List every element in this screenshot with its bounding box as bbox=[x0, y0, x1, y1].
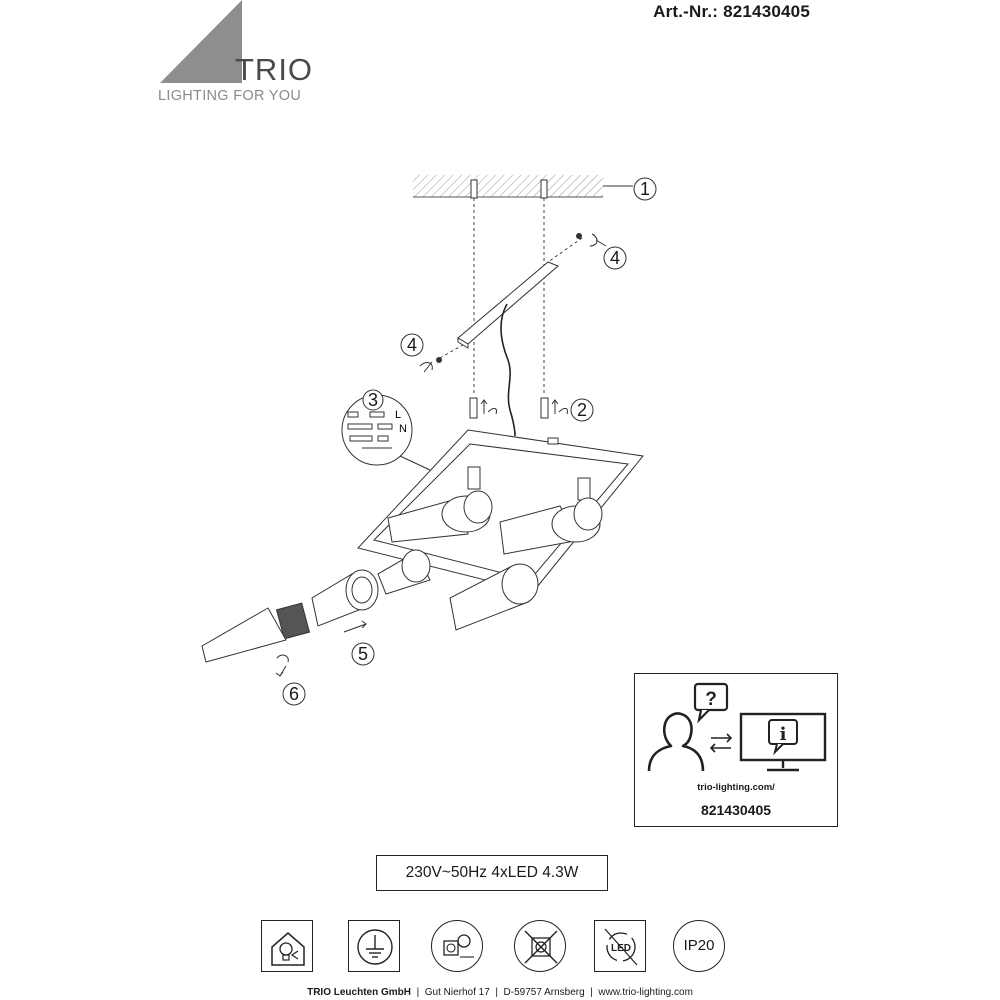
led-label: LED bbox=[611, 943, 631, 954]
question-mark-icon: ? bbox=[705, 689, 717, 710]
footer-company: TRIO Leuchten GmbH bbox=[307, 987, 411, 998]
callout-4-top: 4 bbox=[603, 246, 627, 270]
svg-text:2: 2 bbox=[577, 400, 587, 420]
wiring-label-neutral: N bbox=[399, 423, 407, 435]
info-icon: i bbox=[780, 724, 787, 745]
svg-text:6: 6 bbox=[289, 684, 299, 704]
support-url[interactable]: trio-lighting.com/ bbox=[697, 782, 775, 793]
ip-rating-text: IP20 bbox=[683, 937, 715, 954]
footer-website[interactable]: www.trio-lighting.com bbox=[598, 987, 693, 998]
footer-address: Gut Nierhof 17 bbox=[424, 987, 490, 998]
callout-4-left: 4 bbox=[400, 333, 424, 357]
power-cable bbox=[500, 303, 516, 437]
callout-5: 5 bbox=[351, 642, 375, 666]
electrical-spec: 230V~50Hz 4xLED 4.3W bbox=[376, 855, 608, 891]
footer-separator: | bbox=[590, 987, 593, 998]
exploded-lamp-parts bbox=[201, 569, 379, 663]
distance-symbol bbox=[431, 920, 483, 972]
wiring-detail bbox=[341, 394, 431, 471]
svg-text:3: 3 bbox=[368, 390, 378, 410]
footer-separator: | bbox=[416, 987, 420, 998]
footer: TRIO Leuchten GmbH | Gut Nierhof 17 | D-… bbox=[0, 987, 1000, 998]
crossed-dimmer-icon bbox=[524, 930, 558, 964]
protection-class-symbol bbox=[348, 920, 400, 972]
svg-text:4: 4 bbox=[610, 248, 620, 268]
ceiling-hatch bbox=[413, 175, 603, 198]
callout-1: 1 bbox=[633, 177, 657, 201]
wiring-label-live: L bbox=[395, 409, 401, 421]
svg-text:4: 4 bbox=[407, 335, 417, 355]
brand-tagline: LIGHTING FOR YOU bbox=[158, 88, 302, 104]
screw-icon bbox=[469, 397, 549, 419]
indoor-use-symbol bbox=[261, 920, 313, 972]
callout-2: 2 bbox=[570, 398, 594, 422]
person-icon bbox=[647, 712, 705, 772]
article-number: Art.-Nr.: 821430405 bbox=[653, 2, 810, 21]
lamp-distance-icon bbox=[443, 934, 474, 958]
svg-text:5: 5 bbox=[358, 644, 368, 664]
footer-separator: | bbox=[495, 987, 498, 998]
screw-icon bbox=[436, 357, 442, 363]
mounting-bracket bbox=[457, 261, 559, 349]
screw-icon bbox=[576, 233, 582, 239]
info-bubble-icon bbox=[768, 719, 798, 756]
spotlight-heads bbox=[377, 466, 603, 631]
support-article-number: 821430405 bbox=[700, 802, 772, 818]
support-info-box: ? i trio-lighting.com/ 821430405 bbox=[634, 673, 838, 827]
svg-text:1: 1 bbox=[640, 179, 650, 199]
led-replaceable-symbol: LED bbox=[594, 920, 646, 972]
callout-3: 3 bbox=[362, 389, 384, 411]
question-bubble-icon bbox=[693, 682, 729, 724]
support-illustration: ? i bbox=[647, 682, 827, 772]
callout-6: 6 bbox=[282, 682, 306, 706]
earth-ground-icon bbox=[357, 929, 393, 965]
footer-city: D-59757 Arnsberg bbox=[503, 987, 585, 998]
trio-logo-triangle bbox=[160, 0, 242, 83]
no-dimming-symbol bbox=[514, 920, 566, 972]
house-bulb-icon bbox=[271, 932, 305, 966]
assembly-drawing: L N 1 bbox=[201, 175, 657, 706]
swap-arrows-icon bbox=[709, 733, 733, 753]
brand-name: TRIO bbox=[235, 52, 314, 87]
ip-rating-symbol: IP20 bbox=[673, 920, 725, 972]
led-exchange-icon: LED bbox=[604, 928, 638, 966]
